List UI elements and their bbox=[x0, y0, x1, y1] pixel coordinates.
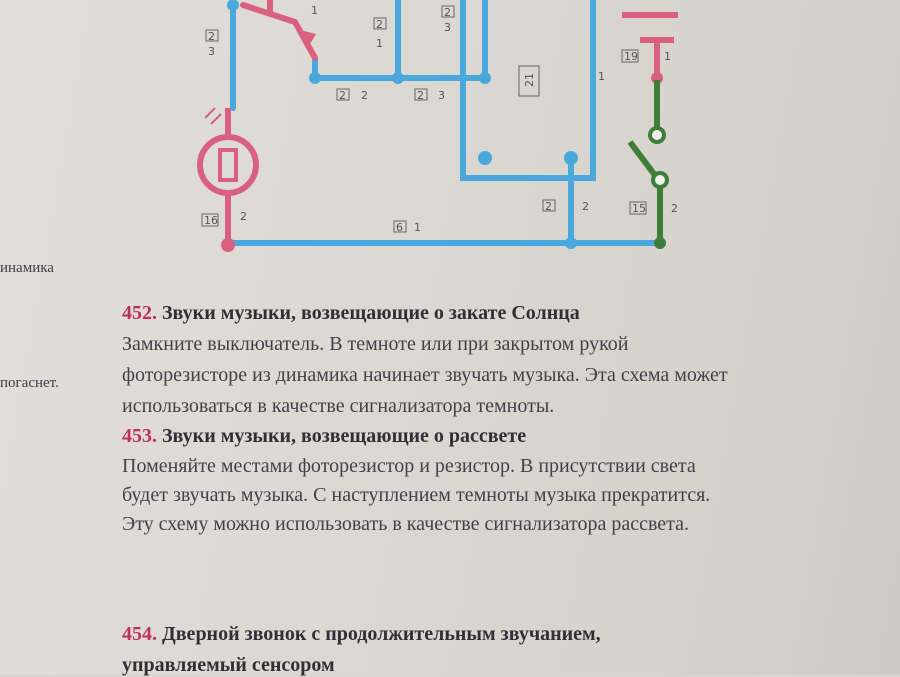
exercise-452-title: 452. Звуки музыки, возвещающие о закате … bbox=[122, 302, 580, 325]
pink-transistor-lead bbox=[240, 0, 318, 61]
label-bottom-15-2: 2 bbox=[671, 202, 678, 215]
exercise-number: 453. bbox=[122, 425, 157, 447]
label-wire-2-2: 2 bbox=[339, 89, 346, 102]
exercise-452-line-2: фоторезисторе из динамика начинает звуча… bbox=[122, 364, 728, 386]
label-bottom-6: 6 bbox=[396, 221, 403, 234]
label-module-21: 21 bbox=[523, 73, 536, 87]
arrow-icon bbox=[300, 30, 316, 44]
exercise-title-text: Звуки музыки, возвещающие о рассвете bbox=[162, 425, 527, 447]
label-top-mid3-a: 2 bbox=[444, 6, 451, 19]
label-top-mid1-a: 1 bbox=[311, 4, 318, 17]
label-top-left-a: 2 bbox=[208, 30, 215, 43]
label-bottom-6-1: 1 bbox=[414, 221, 421, 234]
label-top-mid2-b: 1 bbox=[376, 37, 383, 50]
module-21-box bbox=[518, 65, 540, 97]
label-top-mid2-a: 2 bbox=[376, 18, 383, 31]
circuit-diagram: 2 3 1 2 1 2 3 2 2 2 3 21 1 19 1 16 2 6 1… bbox=[197, 0, 678, 252]
exercise-453-line-3: Эту схему можно использовать в качестве … bbox=[122, 513, 690, 535]
label-right-wire-1: 1 bbox=[598, 70, 605, 83]
exercise-number: 454. bbox=[122, 623, 157, 645]
exercise-453-line-1: Поменяйте местами фоторезистор и резисто… bbox=[122, 455, 696, 477]
label-photo-16: 16 bbox=[204, 214, 218, 227]
margin-note-2: погаснет. bbox=[0, 375, 59, 391]
label-photo-16-2: 2 bbox=[240, 210, 247, 223]
label-sw-19-1: 1 bbox=[664, 50, 671, 63]
margin-note-1: инамика bbox=[0, 260, 54, 276]
exercise-452-line-3: использоваться в качестве сигнализатора … bbox=[122, 395, 555, 417]
label-top-left-b: 3 bbox=[208, 45, 215, 58]
label-bottom-15: 15 bbox=[632, 202, 646, 215]
label-bottom-2: 2 bbox=[545, 200, 552, 213]
label-wire-2-3b: 3 bbox=[438, 89, 445, 102]
exercise-453-line-2: будет звучать музыка. С наступлением тем… bbox=[122, 484, 711, 506]
label-top-mid3-b: 3 bbox=[444, 21, 451, 34]
label-bottom-2-2: 2 bbox=[582, 200, 589, 213]
blue-junctions bbox=[227, 0, 578, 249]
exercise-title-text: Звуки музыки, возвещающие о закате Солнц… bbox=[162, 302, 580, 324]
label-wire-2-3: 2 bbox=[417, 89, 424, 102]
blue-wires bbox=[230, 0, 663, 246]
photoresistor bbox=[197, 107, 259, 252]
green-switch bbox=[622, 12, 678, 249]
label-wire-2-2b: 2 bbox=[361, 89, 368, 102]
exercise-number: 452. bbox=[122, 302, 157, 324]
exercise-453-title: 453. Звуки музыки, возвещающие о рассвет… bbox=[122, 425, 526, 448]
exercise-title-text: Дверной звонок с продолжительным звучани… bbox=[162, 623, 601, 645]
label-sw-19: 19 bbox=[624, 50, 638, 63]
exercise-454-title: 454. Дверной звонок с продолжительным зв… bbox=[122, 623, 601, 646]
exercise-452-line-1: Замкните выключатель. В темноте или при … bbox=[122, 333, 629, 355]
exercise-454-title-cont: управляемый сенсором bbox=[122, 654, 335, 676]
